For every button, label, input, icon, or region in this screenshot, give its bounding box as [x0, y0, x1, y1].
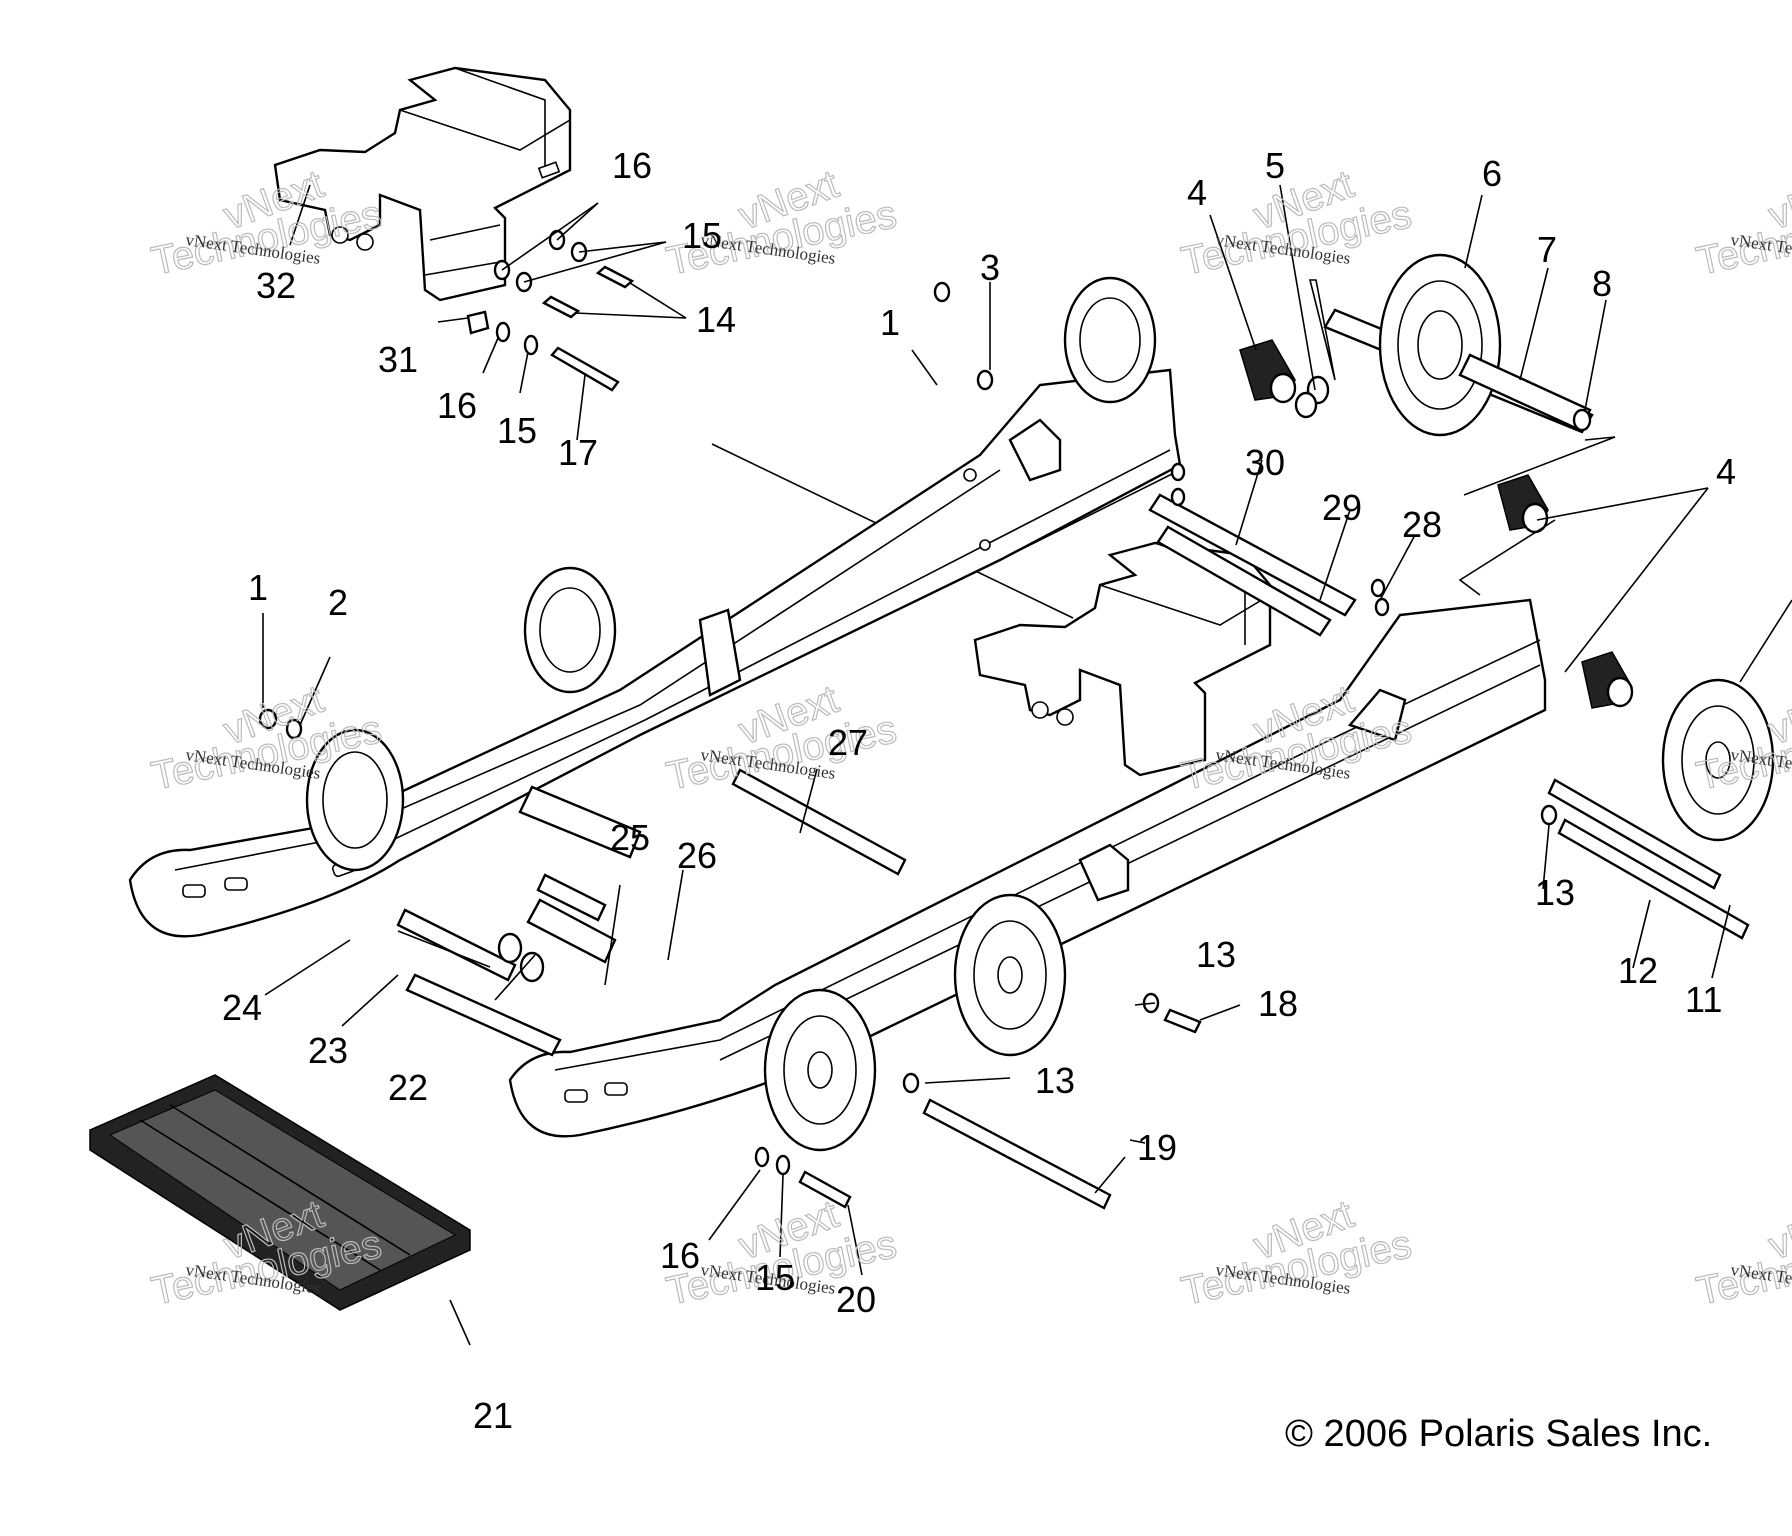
- callout-20: 20: [836, 1279, 876, 1320]
- callout-16: 16: [612, 145, 652, 186]
- callout-26: 26: [677, 835, 717, 876]
- callout-22: 22: [388, 1067, 428, 1108]
- callout-16: 16: [437, 385, 477, 426]
- callout-23: 23: [308, 1030, 348, 1071]
- callout-1: 1: [880, 302, 900, 343]
- callout-15: 15: [497, 410, 537, 451]
- callout-13: 13: [1535, 872, 1575, 913]
- callout-27: 27: [828, 722, 868, 763]
- callout-21: 21: [473, 1395, 513, 1436]
- callout-4: 4: [1187, 172, 1207, 213]
- track-slider-block: [89, 1074, 471, 1311]
- callout-1: 1: [248, 567, 268, 608]
- left-rail-wheels: [305, 276, 1157, 872]
- idler-axle-assembly: [1308, 253, 1594, 437]
- callout-15: 15: [755, 1257, 795, 1298]
- callout-14: 14: [696, 299, 736, 340]
- callout-28: 28: [1402, 504, 1442, 545]
- copyright-text: © 2006 Polaris Sales Inc.: [1285, 1413, 1712, 1455]
- callout-24: 24: [222, 987, 262, 1028]
- callout-6: 6: [1482, 153, 1502, 194]
- washers-lower: [258, 281, 1558, 1176]
- callout-2: 2: [328, 582, 348, 623]
- callout-8: 8: [1592, 263, 1612, 304]
- callout-5: 5: [1265, 145, 1285, 186]
- callout-11: 11: [1685, 979, 1722, 1020]
- shock-mount-upper: [273, 66, 572, 302]
- callout-3: 3: [980, 247, 1000, 288]
- right-rail-wheels: [763, 678, 1775, 1152]
- callout-4: 4: [1716, 451, 1736, 492]
- callout-13: 13: [1196, 934, 1236, 975]
- callout-13: 13: [1035, 1060, 1075, 1101]
- callout-29: 29: [1322, 487, 1362, 528]
- callout-12: 12: [1618, 950, 1658, 991]
- callout-labels: 1 1 2 3 4 4 5 6 7 8 11 12 13 13 13 14 15…: [222, 145, 1736, 1436]
- callout-30: 30: [1245, 442, 1285, 483]
- right-rail: [508, 598, 1547, 1138]
- callout-18: 18: [1258, 983, 1298, 1024]
- left-rail: [128, 368, 1182, 938]
- callout-25: 25: [610, 817, 650, 858]
- spacer-blocks: [1239, 339, 1634, 709]
- callout-17: 17: [558, 432, 598, 473]
- callout-19: 19: [1137, 1127, 1177, 1168]
- callout-15: 15: [682, 215, 722, 256]
- leader-lines: [262, 184, 1792, 1346]
- callout-32: 32: [256, 265, 296, 306]
- cross-shafts: [396, 487, 1750, 1210]
- callout-16: 16: [660, 1235, 700, 1276]
- callout-31: 31: [378, 339, 418, 380]
- callout-7: 7: [1537, 229, 1557, 270]
